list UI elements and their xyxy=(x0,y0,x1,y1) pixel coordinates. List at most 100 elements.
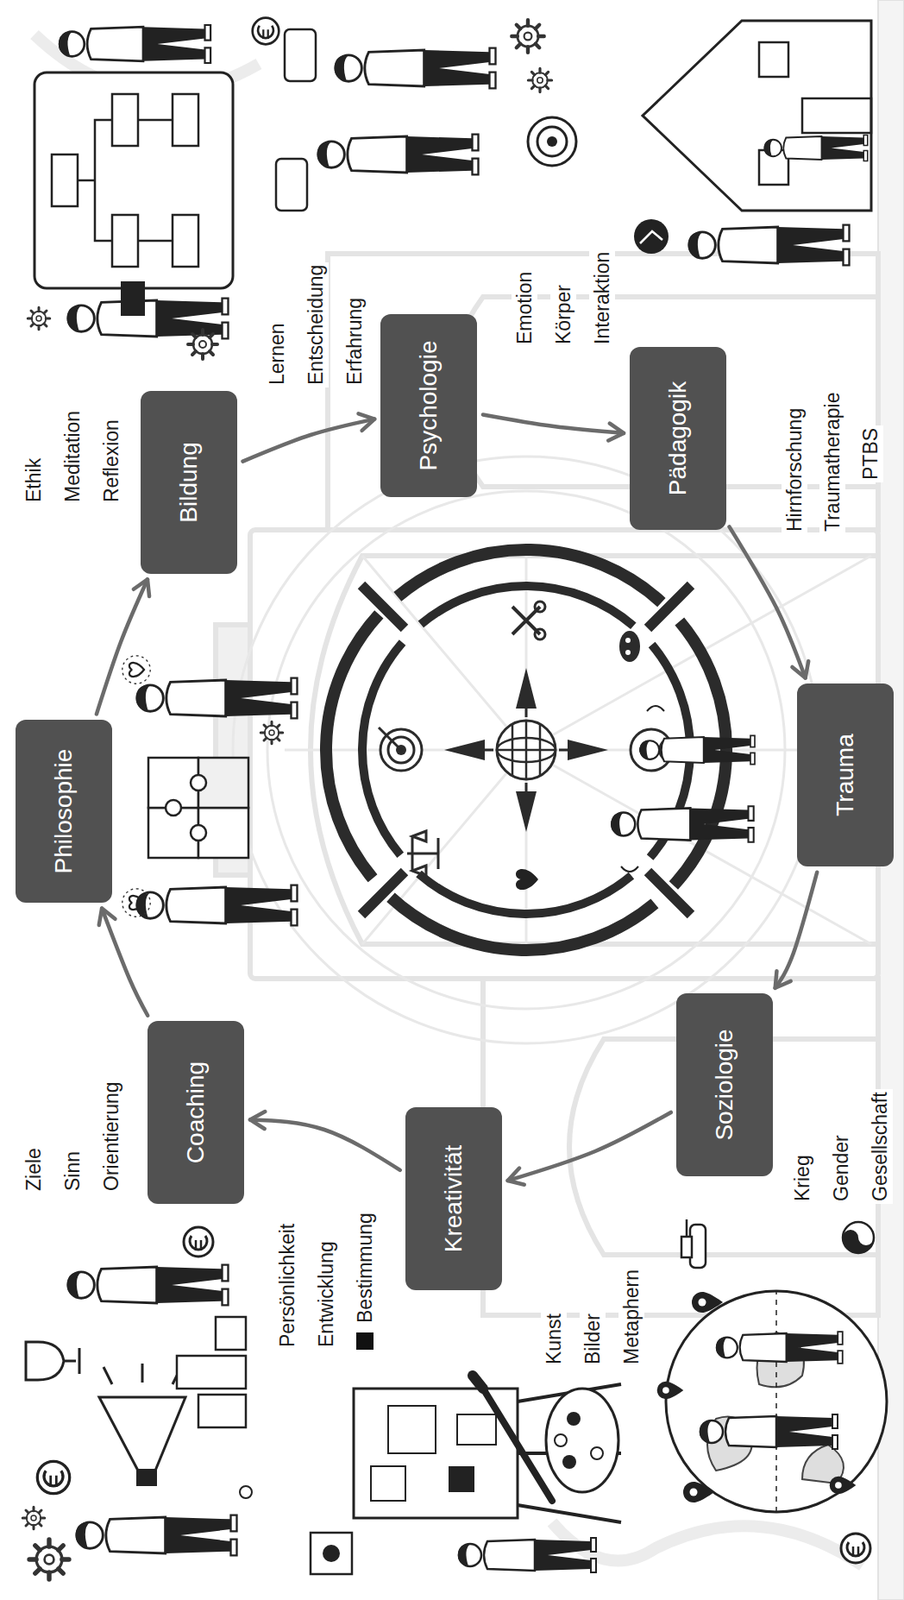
education-illustration xyxy=(27,307,51,330)
philosophy-illustration xyxy=(122,655,151,684)
coaching-illustration xyxy=(99,1396,186,1470)
sociology-illustration xyxy=(842,1221,874,1253)
education-illustration xyxy=(120,281,145,316)
sociology-illustration xyxy=(775,1290,778,1512)
creativity-illustration xyxy=(310,1331,622,1574)
keyword-label: Gender xyxy=(828,1131,854,1204)
process-box: Soziologie xyxy=(676,992,773,1176)
flow-arrow xyxy=(508,1111,672,1181)
flow-arrow xyxy=(243,419,376,462)
psychology-illustration xyxy=(317,134,479,176)
creativity-illustration xyxy=(356,1331,374,1350)
compass-symbol xyxy=(407,830,439,876)
flow-arrow xyxy=(96,578,148,714)
compass-symbol xyxy=(534,601,546,612)
box-label: Bildung xyxy=(174,441,204,522)
keyword-label: Entscheidung xyxy=(302,262,329,388)
pedagogy-illustration xyxy=(802,98,872,133)
sociology-illustration xyxy=(681,1218,706,1268)
trauma-illustration xyxy=(610,705,755,872)
compass-symbol xyxy=(496,720,556,779)
psychology-illustration xyxy=(252,18,280,45)
sociology-illustration xyxy=(707,1331,844,1483)
philosophy-illustration xyxy=(122,888,151,917)
education-illustration xyxy=(112,214,139,267)
creativity-illustration xyxy=(562,1454,577,1469)
psychology-illustration xyxy=(527,68,552,92)
education-illustration xyxy=(34,72,233,289)
compass-symbol xyxy=(515,868,539,890)
compass-symbol xyxy=(378,727,402,750)
pedagogy-illustration xyxy=(634,219,669,254)
keyword-label: Lernen xyxy=(263,320,290,388)
castle-background xyxy=(267,490,785,1009)
education-illustration xyxy=(58,25,211,63)
psychology-illustration xyxy=(334,48,496,89)
box-label: Psychologie xyxy=(414,340,444,471)
education-illustration xyxy=(51,94,199,267)
keyword-label: Ethik xyxy=(20,455,47,505)
sociology-illustration xyxy=(842,1221,874,1253)
box-label: Soziologie xyxy=(709,1028,740,1140)
flow-arrow xyxy=(101,908,148,1016)
sociology-illustration xyxy=(657,1218,887,1563)
process-box: Philosophie xyxy=(15,719,113,903)
creativity-illustration xyxy=(566,1411,581,1426)
keyword-label: Sinn xyxy=(59,1148,86,1193)
pedagogy-illustration xyxy=(688,225,850,266)
education-illustration xyxy=(27,25,233,359)
coaching-illustration xyxy=(215,1316,246,1350)
psychology-illustration xyxy=(252,18,577,211)
coaching-illustration xyxy=(176,1316,246,1427)
coaching-illustration xyxy=(136,1468,157,1486)
creativity-illustration xyxy=(546,1387,619,1492)
keyword-label: Entwicklung xyxy=(313,1237,339,1350)
pedagogy-illustration xyxy=(759,42,789,77)
coaching-illustration xyxy=(67,1264,229,1306)
compass-symbol xyxy=(625,637,631,643)
coaching-illustration xyxy=(176,1355,246,1388)
compass-symbol xyxy=(407,830,439,876)
education-illustration xyxy=(112,94,139,146)
coaching-illustration xyxy=(198,1393,246,1427)
process-box: Kreativität xyxy=(405,1106,503,1290)
creativity-illustration xyxy=(590,1446,603,1459)
creativity-illustration xyxy=(370,1465,406,1501)
keyword-label: Persönlichkeit xyxy=(274,1220,301,1350)
box-label: Kreativität xyxy=(439,1144,469,1253)
psychology-illustration xyxy=(527,117,577,166)
pedagogy-illustration xyxy=(640,231,663,244)
trauma-illustration xyxy=(621,705,665,872)
creativity-illustration xyxy=(310,1531,352,1574)
philosophy-illustration xyxy=(122,655,298,926)
creativity-illustration xyxy=(483,1387,553,1501)
sociology-illustration xyxy=(691,1291,723,1313)
compass-symbol xyxy=(244,467,809,1032)
castle-background xyxy=(552,1521,863,1565)
creativity-illustration xyxy=(458,1537,597,1572)
philosophy-illustration xyxy=(190,774,207,791)
sociology-illustration xyxy=(841,1532,871,1563)
castle-background xyxy=(34,0,904,1600)
keyword-label: Meditation xyxy=(59,408,86,505)
coaching-illustration xyxy=(239,1485,252,1498)
education-illustration xyxy=(77,119,173,241)
psychology-illustration xyxy=(276,158,308,211)
psychology-illustration xyxy=(546,136,558,147)
creativity-illustration xyxy=(448,1465,475,1492)
sociology-illustration xyxy=(685,1218,689,1237)
philosophy-illustration xyxy=(136,678,298,719)
sociology-illustration xyxy=(842,1229,874,1253)
psychology-illustration xyxy=(284,29,316,82)
keyword-label: Bestimmung xyxy=(351,1209,378,1325)
creativity-illustration xyxy=(517,1383,622,1522)
compass-symbol xyxy=(244,467,809,1032)
box-label: Philosophie xyxy=(49,748,79,874)
sociology-illustration xyxy=(665,1290,887,1512)
process-box: Coaching xyxy=(147,1020,245,1204)
keyword-label: Körper xyxy=(550,282,577,347)
compass-symbol xyxy=(619,630,641,662)
pedagogy-illustration xyxy=(634,20,872,265)
